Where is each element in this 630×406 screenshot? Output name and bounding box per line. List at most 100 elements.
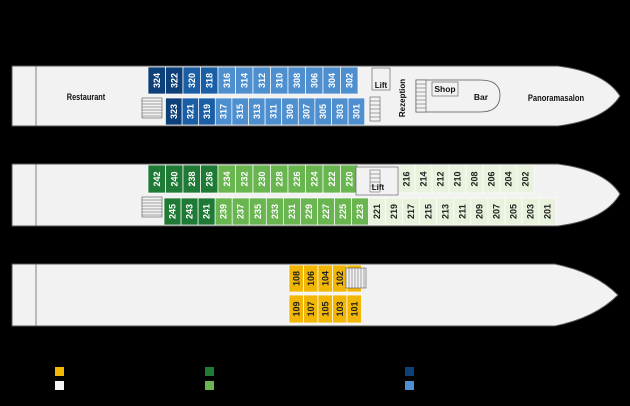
cabin-318[interactable]: 318 — [200, 66, 219, 95]
cabin-number: 321 — [185, 104, 195, 119]
cabin-320[interactable]: 320 — [182, 66, 201, 95]
cabin-101[interactable]: 101 — [346, 294, 362, 324]
cabin-221[interactable]: 221 — [368, 197, 387, 226]
cabin-106[interactable]: 106 — [303, 264, 319, 293]
cabin-108[interactable]: 108 — [288, 264, 304, 293]
cabin-202[interactable]: 202 — [516, 164, 535, 194]
cabin-227[interactable]: 227 — [317, 197, 335, 226]
cabin-102[interactable]: 102 — [332, 264, 348, 293]
cabin-107[interactable]: 107 — [303, 294, 319, 324]
cabin-321[interactable]: 321 — [181, 97, 200, 126]
cabin-206[interactable]: 206 — [482, 164, 501, 194]
cabin-213[interactable]: 213 — [436, 197, 455, 226]
cabin-203[interactable]: 203 — [521, 197, 540, 226]
cabin-228[interactable]: 228 — [270, 164, 289, 194]
cabin-243[interactable]: 243 — [180, 197, 199, 226]
cabin-222[interactable]: 222 — [322, 164, 341, 194]
cabin-211[interactable]: 211 — [453, 197, 472, 226]
cabin-223[interactable]: 223 — [351, 197, 369, 226]
cabin-number: 212 — [436, 171, 446, 186]
cabin-307[interactable]: 307 — [297, 97, 316, 126]
cabin-number: 322 — [169, 73, 179, 88]
cabin-215[interactable]: 215 — [419, 197, 438, 226]
cabin-238[interactable]: 238 — [182, 164, 201, 194]
cabin-312[interactable]: 312 — [252, 66, 271, 95]
cabin-214[interactable]: 214 — [414, 164, 433, 194]
cabin-316[interactable]: 316 — [217, 66, 236, 95]
cabin-number: 226 — [292, 171, 302, 186]
cabin-240[interactable]: 240 — [165, 164, 184, 194]
cabin-number: 312 — [257, 73, 267, 88]
cabin-number: 207 — [491, 204, 501, 219]
cabin-212[interactable]: 212 — [431, 164, 450, 194]
shop-bar-block: Shop Bar — [415, 79, 501, 113]
cabin-number: 318 — [204, 73, 214, 88]
cabin-number: 245 — [168, 204, 178, 219]
cabin-323[interactable]: 323 — [165, 97, 183, 126]
cabin-104[interactable]: 104 — [317, 264, 333, 293]
cabin-225[interactable]: 225 — [334, 197, 352, 226]
cabin-219[interactable]: 219 — [385, 197, 404, 226]
cabin-201[interactable]: 201 — [538, 197, 557, 226]
cabin-number: 237 — [236, 204, 246, 219]
cabin-number: 243 — [185, 204, 195, 219]
cabin-315[interactable]: 315 — [231, 97, 249, 126]
cabin-208[interactable]: 208 — [465, 164, 484, 194]
cabin-103[interactable]: 103 — [332, 294, 348, 324]
cabin-324[interactable]: 324 — [147, 66, 166, 95]
cabin-242[interactable]: 242 — [147, 164, 166, 194]
cabin-304[interactable]: 304 — [322, 66, 341, 95]
cabin-302[interactable]: 302 — [340, 66, 359, 95]
cabin-number: 308 — [292, 73, 302, 88]
cabin-233[interactable]: 233 — [265, 197, 284, 226]
cabin-313[interactable]: 313 — [248, 97, 266, 126]
cabin-105[interactable]: 105 — [317, 294, 333, 324]
cabin-301[interactable]: 301 — [347, 97, 366, 126]
cabin-309[interactable]: 309 — [281, 97, 299, 126]
cabin-217[interactable]: 217 — [402, 197, 421, 226]
cabin-236[interactable]: 236 — [200, 164, 219, 194]
cabin-number: 231 — [287, 204, 297, 219]
cabin-205[interactable]: 205 — [504, 197, 523, 226]
cabin-number: 106 — [306, 271, 316, 286]
cabin-314[interactable]: 314 — [235, 66, 254, 95]
cabin-232[interactable]: 232 — [235, 164, 254, 194]
cabin-239[interactable]: 239 — [214, 197, 233, 226]
cabin-216[interactable]: 216 — [397, 164, 416, 194]
cabin-number: 310 — [274, 73, 284, 88]
cabin-317[interactable]: 317 — [214, 97, 233, 126]
cabin-226[interactable]: 226 — [287, 164, 306, 194]
cabin-109[interactable]: 109 — [288, 294, 304, 324]
cabin-322[interactable]: 322 — [165, 66, 184, 95]
cabin-number: 315 — [235, 104, 245, 119]
cabin-237[interactable]: 237 — [231, 197, 250, 226]
cabin-224[interactable]: 224 — [305, 164, 324, 194]
cabin-311[interactable]: 311 — [264, 97, 283, 126]
cabin-number: 317 — [219, 104, 229, 119]
cabin-229[interactable]: 229 — [300, 197, 318, 226]
cabin-number: 238 — [187, 171, 197, 186]
lift-block-top: Lift — [371, 67, 391, 91]
cabin-306[interactable]: 306 — [305, 66, 324, 95]
cabin-number: 204 — [504, 171, 514, 186]
cabin-245[interactable]: 245 — [163, 197, 182, 226]
cabin-220[interactable]: 220 — [340, 164, 359, 194]
cabin-305[interactable]: 305 — [314, 97, 332, 126]
cabin-235[interactable]: 235 — [248, 197, 267, 226]
cabin-number: 309 — [285, 104, 295, 119]
cabin-303[interactable]: 303 — [331, 97, 349, 126]
cabin-207[interactable]: 207 — [487, 197, 506, 226]
cabin-234[interactable]: 234 — [217, 164, 236, 194]
cabin-209[interactable]: 209 — [470, 197, 489, 226]
cabin-210[interactable]: 210 — [448, 164, 467, 194]
cabin-319[interactable]: 319 — [198, 97, 216, 126]
cabin-number: 217 — [406, 204, 416, 219]
reception-label: Rezeption — [398, 79, 407, 117]
cabin-230[interactable]: 230 — [252, 164, 271, 194]
cabin-241[interactable]: 241 — [197, 197, 216, 226]
cabin-204[interactable]: 204 — [499, 164, 518, 194]
cabin-308[interactable]: 308 — [287, 66, 306, 95]
cabin-231[interactable]: 231 — [283, 197, 301, 226]
cabin-310[interactable]: 310 — [270, 66, 289, 95]
